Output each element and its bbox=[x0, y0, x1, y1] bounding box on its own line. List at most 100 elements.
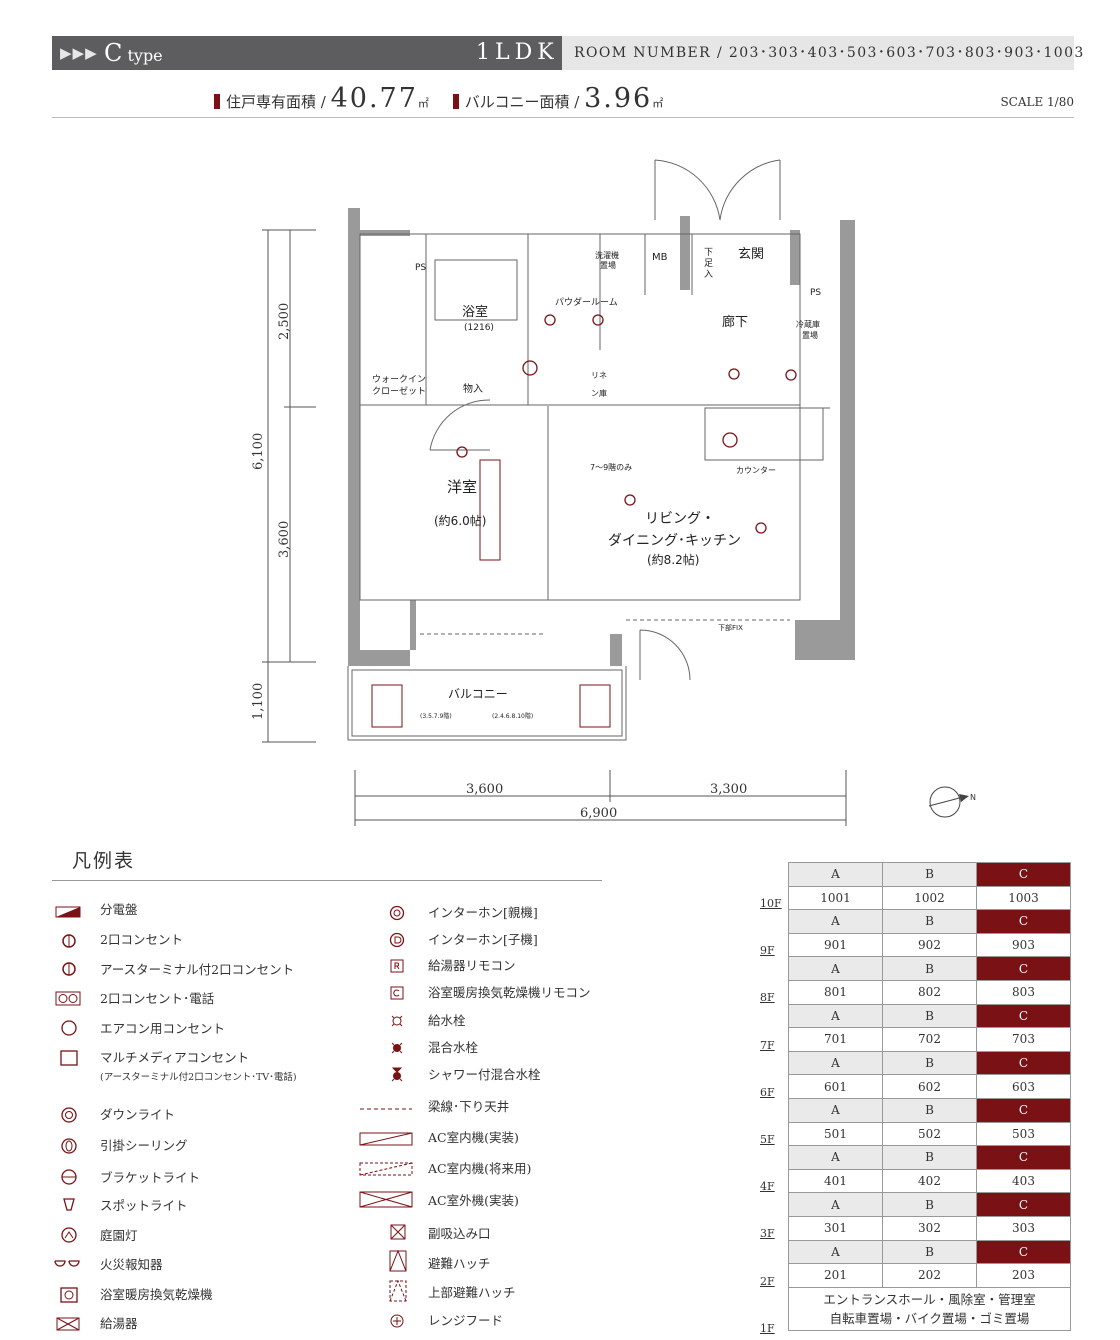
balcony-area-label: バルコニー面積 / bbox=[464, 93, 580, 111]
legend-item: AC室外機(実装) bbox=[428, 1193, 519, 1208]
legend-item: 2口コンセント bbox=[100, 932, 183, 947]
legend-item: 給水栓 bbox=[428, 1013, 466, 1028]
bracket-light-icon bbox=[61, 1169, 77, 1185]
garden-light-icon bbox=[61, 1227, 77, 1243]
ground-floor-cell: エントランスホール・風除室・管理室自転車置場・バイク置場・ゴミ置場 bbox=[788, 1286, 1071, 1331]
floor-type-cell: B bbox=[882, 1239, 977, 1265]
hatch-note-2: (2.4.6.8.10階) bbox=[492, 712, 533, 720]
floor-label: 1F bbox=[760, 1322, 775, 1335]
floor-type-cell: C bbox=[976, 1003, 1071, 1029]
floor-note-label: 7～9階のみ bbox=[590, 462, 632, 472]
floor-type-cell: C bbox=[976, 909, 1071, 934]
area-line: 住戸専有面積 / 40.77㎡ バルコニー面積 / 3.96㎡ bbox=[214, 84, 663, 119]
dim-h2: 3,300 bbox=[710, 782, 747, 797]
room-number-cell: 701 bbox=[788, 1027, 883, 1052]
private-area-unit: ㎡ bbox=[417, 97, 429, 110]
type-label: C type bbox=[104, 36, 163, 73]
balcony-label: バルコニー bbox=[448, 687, 508, 701]
floor-type-cell: A bbox=[788, 909, 883, 934]
fridge-b-label: 置場 bbox=[802, 330, 818, 340]
storage-label: 物入 bbox=[463, 382, 483, 395]
hatch-note-1: (3.5.7.9階) bbox=[420, 712, 452, 720]
ac-outlet-icon bbox=[61, 1020, 77, 1036]
legend-item: エアコン用コンセント bbox=[100, 1021, 226, 1036]
water-heater-icon bbox=[56, 1317, 80, 1331]
floor-plan: PS MB 玄関 下 足 入 浴室 (1216) パウダールーム 洗濯機 置場 … bbox=[251, 159, 855, 826]
legend-item: 庭園灯 bbox=[100, 1228, 138, 1243]
room-number-cell: 602 bbox=[882, 1074, 977, 1099]
outlet-phone-icon bbox=[55, 991, 81, 1006]
room-number-cell: 902 bbox=[882, 932, 977, 958]
legend-item: 2口コンセント･電話 bbox=[100, 991, 215, 1006]
room-number-cell: 601 bbox=[788, 1074, 883, 1099]
floor-label: 4F bbox=[760, 1180, 775, 1194]
legend-item: 副吸込み口 bbox=[428, 1226, 491, 1241]
legend-item: アースターミナル付2口コンセント bbox=[100, 962, 295, 977]
floor-type-cell: B bbox=[882, 1050, 977, 1076]
legend-item: 浴室暖房換気乾燥機 bbox=[100, 1287, 213, 1302]
dim-htotal: 6,900 bbox=[580, 806, 617, 821]
spotlight-icon bbox=[63, 1198, 75, 1211]
divider bbox=[52, 117, 1074, 118]
escape-hatch-icon bbox=[389, 1250, 407, 1272]
floor-type-cell: A bbox=[788, 1192, 883, 1217]
yoshitsu-label: 洋室 bbox=[447, 478, 477, 496]
room-number-cell: 203 bbox=[976, 1263, 1071, 1288]
washer-a-label: 洗濯機 bbox=[595, 250, 619, 260]
room-number-cell: 901 bbox=[788, 932, 883, 958]
hall-label: 廊下 bbox=[722, 314, 748, 330]
room-number-cell: 802 bbox=[882, 979, 977, 1005]
room-number-cell: 702 bbox=[882, 1027, 977, 1052]
earth-outlet-icon bbox=[62, 962, 76, 976]
legend-item: シャワー付混合水栓 bbox=[428, 1067, 541, 1082]
floor-type-cell: B bbox=[882, 956, 977, 981]
washer-b-label: 置場 bbox=[600, 260, 616, 270]
mixer-tap-icon bbox=[391, 1042, 403, 1054]
legend-item: 上部避難ハッチ bbox=[428, 1285, 516, 1300]
floor-label: 3F bbox=[760, 1227, 775, 1241]
floor-type-cell: B bbox=[882, 1192, 977, 1217]
floor-type-cell: A bbox=[788, 1097, 883, 1123]
ground-floor-line-2: 自転車置場・バイク置場・ゴミ置場 bbox=[829, 1310, 1030, 1326]
legend-item: マルチメディアコンセント bbox=[100, 1050, 250, 1065]
private-area-label: 住戸専有面積 / bbox=[226, 93, 326, 111]
room-number-cell: 1003 bbox=[976, 885, 1071, 911]
ac-outdoor-icon bbox=[359, 1191, 413, 1208]
bath-label: 浴室 bbox=[462, 304, 488, 320]
floor-type-cell: A bbox=[788, 1239, 883, 1265]
marker-icon bbox=[452, 94, 459, 109]
room-number-cell: 202 bbox=[882, 1263, 977, 1288]
floor-type-cell: C bbox=[976, 956, 1071, 981]
floor-label: 7F bbox=[760, 1038, 775, 1052]
linen-b-label: ン庫 bbox=[591, 388, 607, 398]
legend-item: 給湯器リモコン bbox=[428, 958, 516, 973]
floor-type-cell: B bbox=[882, 862, 977, 887]
floor-type-cell: A bbox=[788, 862, 883, 887]
room-number-cell: 502 bbox=[882, 1121, 977, 1147]
multimedia-outlet-icon bbox=[60, 1050, 78, 1066]
floor-type-cell: B bbox=[882, 1003, 977, 1029]
legend-item: ブラケットライト bbox=[100, 1170, 201, 1185]
mb-label: MB bbox=[652, 252, 668, 263]
fire-alarm-icon bbox=[54, 1260, 80, 1267]
floor-type-cell: A bbox=[788, 1145, 883, 1170]
floor-type-cell: A bbox=[788, 1003, 883, 1029]
legend-item: AC室内機(将来用) bbox=[428, 1161, 532, 1176]
fridge-a-label: 冷蔵庫 bbox=[796, 319, 820, 329]
type-letter: C bbox=[104, 39, 123, 67]
legend-item: 引掛シーリング bbox=[100, 1138, 188, 1153]
legend-item: 避難ハッチ bbox=[428, 1256, 491, 1271]
room-number-cell: 303 bbox=[976, 1215, 1071, 1241]
scale-label: SCALE 1/80 bbox=[1000, 95, 1074, 109]
floor-label: 8F bbox=[760, 991, 775, 1005]
ac-indoor-future-icon bbox=[359, 1162, 413, 1176]
legend-title: 凡例表 bbox=[72, 850, 136, 872]
ground-floor-line-1: エントランスホール・風除室・管理室 bbox=[823, 1291, 1036, 1307]
